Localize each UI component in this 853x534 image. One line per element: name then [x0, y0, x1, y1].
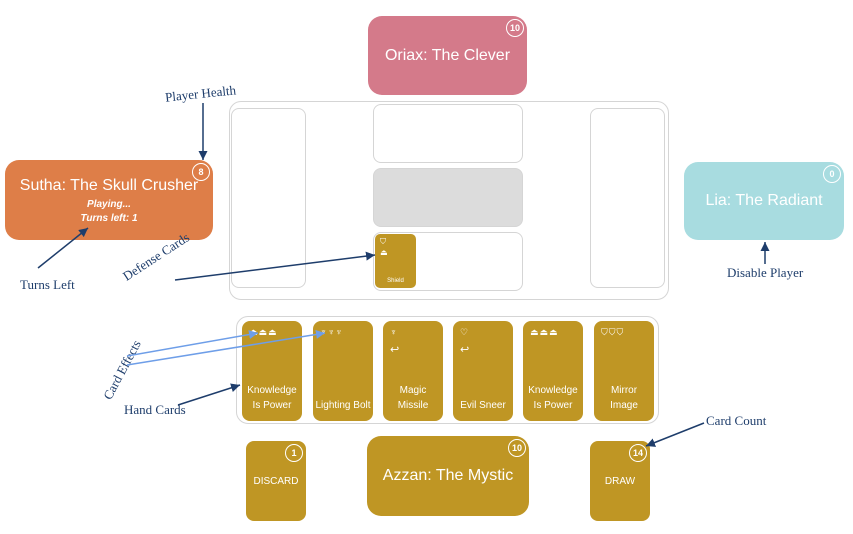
player-azzan[interactable]: Azzan: The Mystic 10 — [367, 436, 529, 516]
card-name: Evil Sneer — [460, 400, 506, 411]
trident-icon: ♆ — [390, 327, 398, 337]
card-name: Shield — [387, 278, 404, 284]
health-badge: 0 — [823, 165, 841, 183]
annotation-turns-left: Turns Left — [20, 277, 75, 292]
trident-icon: ♆♆♆ — [320, 327, 344, 337]
hand-card[interactable]: ⛉⛉⛉ Mirror Image — [594, 321, 654, 421]
player-lia[interactable]: Lia: The Radiant 0 — [684, 162, 844, 240]
hand-card[interactable]: ♡ ↩ Evil Sneer — [453, 321, 513, 421]
annotation-hand-cards: Hand Cards — [124, 402, 186, 417]
draw-icon: ⏏⏏⏏ — [530, 327, 559, 337]
hand-card[interactable]: ⏏⏏⏏ Knowledge Is Power — [242, 321, 302, 421]
card-name: Mirror Image — [610, 385, 638, 411]
discard-label: DISCARD — [253, 475, 299, 487]
bell-icon: ⏏ — [380, 248, 388, 257]
health-badge: 8 — [192, 163, 210, 181]
card-name: Knowledge Is Power — [528, 385, 578, 411]
draw-icon: ⏏⏏⏏ — [249, 327, 278, 337]
board-slot-middle[interactable] — [373, 168, 523, 227]
player-name: Sutha: The Skull Crusher — [19, 176, 199, 194]
player-name: Lia: The Radiant — [705, 192, 823, 209]
annotation-card-count: Card Count — [706, 413, 767, 428]
player-status: Playing... — [87, 198, 131, 210]
hand-card[interactable]: ♆♆♆ Lighting Bolt — [313, 321, 373, 421]
card-name: Magic Missile — [397, 385, 429, 411]
return-icon: ↩ — [390, 344, 400, 356]
annotation-card-effects: Card Effects — [100, 337, 144, 403]
discard-pile[interactable]: DISCARD 1 — [246, 441, 306, 521]
draw-pile[interactable]: DRAW 14 — [590, 441, 650, 521]
shield-icon: ⛉⛉⛉ — [601, 327, 625, 337]
defense-card[interactable]: ⛉ ⏏ Shield — [375, 234, 416, 288]
card-count-badge: 1 — [285, 444, 303, 462]
health-badge: 10 — [508, 439, 526, 457]
health-badge: 10 — [506, 19, 524, 37]
player-name: Azzan: The Mystic — [382, 467, 514, 484]
annotation-disable-player: Disable Player — [727, 265, 804, 280]
annotation-player-health: Player Health — [164, 82, 237, 105]
turns-left: Turns left: 1 — [80, 212, 138, 224]
board-slot-left[interactable] — [231, 108, 306, 288]
card-count-badge: 14 — [629, 444, 647, 462]
player-name: Oriax: The Clever — [384, 46, 511, 64]
shield-icon: ⛉ — [380, 237, 386, 246]
hand-card[interactable]: ⏏⏏⏏ Knowledge Is Power — [523, 321, 583, 421]
arrow-card-count — [645, 422, 705, 447]
heart-icon: ♡ — [460, 327, 470, 337]
player-oriax[interactable]: Oriax: The Clever 10 — [368, 16, 527, 95]
arrow-hand-cards — [177, 383, 241, 406]
board-slot-top[interactable] — [373, 104, 523, 163]
player-sutha[interactable]: Sutha: The Skull Crusher Playing... Turn… — [5, 160, 213, 240]
card-name: Knowledge Is Power — [247, 385, 297, 411]
board-slot-right[interactable] — [590, 108, 665, 288]
hand-card[interactable]: ♆ ↩ Magic Missile — [383, 321, 443, 421]
card-name: Lighting Bolt — [315, 400, 371, 411]
draw-label: DRAW — [604, 475, 636, 487]
return-icon: ↩ — [460, 344, 470, 356]
